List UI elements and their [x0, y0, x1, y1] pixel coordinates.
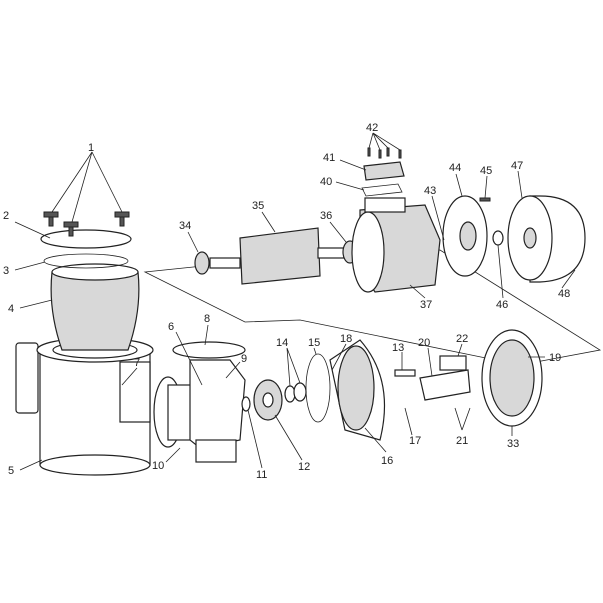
label-34: 34: [179, 220, 191, 232]
label-11: 11: [256, 469, 267, 481]
rotor: [194, 227, 345, 285]
o-ring: [43, 253, 129, 269]
label-6: 6: [168, 321, 174, 333]
mechanical-seal: [284, 385, 296, 403]
label-13: 13: [392, 342, 404, 354]
label-45: 45: [480, 165, 492, 177]
label-40: 40: [320, 176, 332, 188]
label-12: 12: [298, 461, 310, 473]
screw: [479, 197, 491, 202]
label-4: 4: [8, 303, 14, 315]
lid: [40, 229, 132, 249]
label-22: 22: [456, 333, 468, 345]
label-19: 19: [549, 352, 561, 364]
pump-volute: [153, 341, 246, 463]
label-18: 18: [340, 333, 352, 345]
fan-and-cover: [507, 195, 586, 283]
bearing-ring: [492, 230, 504, 246]
label-7: 7: [134, 357, 140, 369]
label-37: 37: [420, 299, 432, 311]
wear-ring: [241, 396, 251, 412]
part-labels: 1 2 3 4 5 6 7 8 9 10 11 12 13 14 15 16 1…: [3, 122, 570, 481]
label-35: 35: [252, 200, 264, 212]
label-42: 42: [366, 122, 378, 134]
label-21: 21: [456, 435, 468, 447]
label-14: 14: [276, 337, 288, 349]
strainer-housing: [15, 337, 154, 476]
label-20: 20: [418, 337, 430, 349]
lid-knobs: [43, 211, 130, 237]
label-41: 41: [323, 152, 335, 164]
motor-stator: [351, 197, 441, 293]
gasket: [361, 183, 403, 197]
impeller: [253, 379, 283, 421]
label-46: 46: [496, 299, 508, 311]
label-47: 47: [511, 160, 523, 172]
label-9: 9: [241, 353, 247, 365]
label-15: 15: [308, 337, 320, 349]
label-3: 3: [3, 265, 9, 277]
leader-lines: [14, 132, 576, 471]
label-5: 5: [8, 465, 14, 477]
label-48: 48: [558, 288, 570, 300]
shaft-adapter: [394, 355, 471, 401]
label-17: 17: [409, 435, 421, 447]
terminal-box-cover: [363, 161, 405, 181]
casing-o-ring: [305, 353, 331, 423]
label-16: 16: [381, 455, 393, 467]
seal-plate: [329, 339, 386, 441]
bracket-ring: [481, 329, 543, 427]
end-shield: [442, 195, 488, 277]
label-1: 1: [88, 142, 94, 154]
label-43: 43: [424, 185, 436, 197]
label-10: 10: [152, 460, 164, 472]
seal-ring: [293, 382, 307, 402]
terminal-screws: [367, 147, 402, 159]
strainer-basket: [50, 263, 140, 351]
label-36: 36: [320, 210, 332, 222]
label-33: 33: [507, 438, 519, 450]
label-2: 2: [3, 210, 9, 222]
label-8: 8: [204, 313, 210, 325]
label-44: 44: [449, 162, 461, 174]
